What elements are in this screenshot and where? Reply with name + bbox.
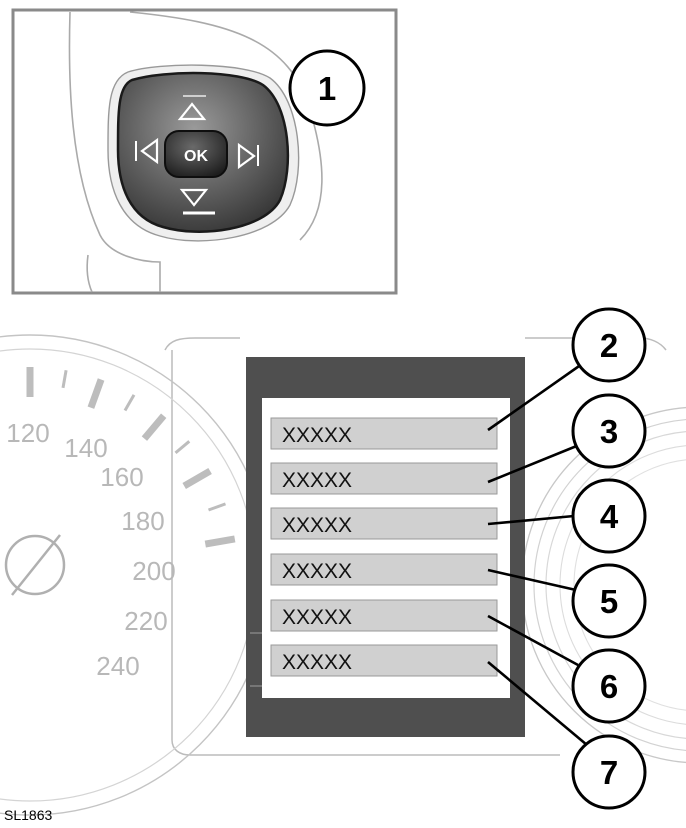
cluster-top-left-edge [164,337,240,351]
wheel-edge-outline [86,254,93,293]
leader-line-7 [487,661,588,746]
speed-label-140: 140 [64,433,107,463]
left-arrow-icon[interactable] [140,137,159,165]
speedometer-tick [207,502,227,512]
reference-code: SL1863 [4,807,52,823]
menu-list: XXXXX XXXXX XXXXX XXXXX XXXXX XXXXX [270,417,498,677]
speedometer-ticks [26,367,236,548]
speed-label-120: 120 [6,418,49,448]
right-gauge-ring-2 [533,419,686,751]
callout-6-circle [571,648,647,724]
menu-item-6[interactable] [270,644,498,677]
instrument-cluster: 120 140 160 180 200 220 240 [0,307,686,816]
callout-1-circle [288,49,366,127]
switch-pack-inset: OK 1 [11,8,398,295]
leader-line-2 [487,362,583,432]
callout-1-number: 1 [318,70,336,107]
ok-button-label: OK [184,148,208,165]
speedometer-tick [87,378,105,409]
callout-6-number: 6 [600,668,618,705]
menu-item-4-label: XXXXX [282,560,352,583]
callout-2-circle [571,307,647,383]
callout-2-number: 2 [600,327,618,364]
menu-item-2-label: XXXXX [282,469,352,492]
up-arrow-icon[interactable] [177,102,207,121]
menu-item-1-label: XXXXX [282,424,352,447]
menu-item-4[interactable] [270,553,498,586]
menu-item-2[interactable] [270,462,498,495]
right-gauge-ring-5 [573,459,686,711]
speed-label-160: 160 [100,462,143,492]
menu-item-3-label: XXXXX [282,514,352,537]
speedometer: 120 140 160 180 200 220 240 [0,334,271,816]
callout-5-circle [571,563,647,639]
speed-label-200: 200 [132,556,175,586]
callout-4-circle [571,478,647,554]
cluster-bottom-edge [171,350,560,756]
speed-label-180: 180 [121,506,164,536]
display-tick-marks [250,632,262,687]
leader-line-5 [487,568,577,592]
callout-4-number: 4 [600,498,619,535]
callout-3-circle [571,393,647,469]
menu-item-6-label: XXXXX [282,651,352,674]
leader-line-6 [487,614,579,667]
menu-item-5[interactable] [270,599,498,632]
callout-7-circle [571,734,647,810]
callout-7-number: 7 [600,754,618,791]
speedometer-tick [123,394,136,412]
speed-label-240: 240 [96,651,139,681]
speedometer-inner-ring [0,348,257,802]
leader-line-3 [487,441,585,484]
right-gauge-ring-3 [545,431,686,739]
callout-leader-lines [487,362,588,746]
leader-line-4 [487,514,575,526]
speedometer-labels: 120 140 160 180 200 220 240 [6,418,175,681]
speedometer-tick [141,413,167,441]
speedometer-tick [61,369,68,389]
speed-label-220: 220 [124,606,167,636]
callouts: 2 3 4 5 6 7 [571,307,647,810]
menu-item-1[interactable] [270,417,498,450]
speedometer-tick [204,535,236,548]
callout-3-number: 3 [600,413,618,450]
menu-item-5-label: XXXXX [282,606,352,629]
right-gauge-ring-4 [559,445,686,725]
warning-symbol-icon [4,534,66,596]
ok-button[interactable] [164,130,228,178]
menu-item-3[interactable] [270,507,498,540]
right-arrow-icon[interactable] [237,142,256,170]
callout-5-number: 5 [600,583,618,620]
down-arrow-icon[interactable] [179,188,209,207]
wheel-spoke-outline [68,11,161,292]
speedometer-tick [174,440,191,455]
speedometer-tick [182,467,212,490]
